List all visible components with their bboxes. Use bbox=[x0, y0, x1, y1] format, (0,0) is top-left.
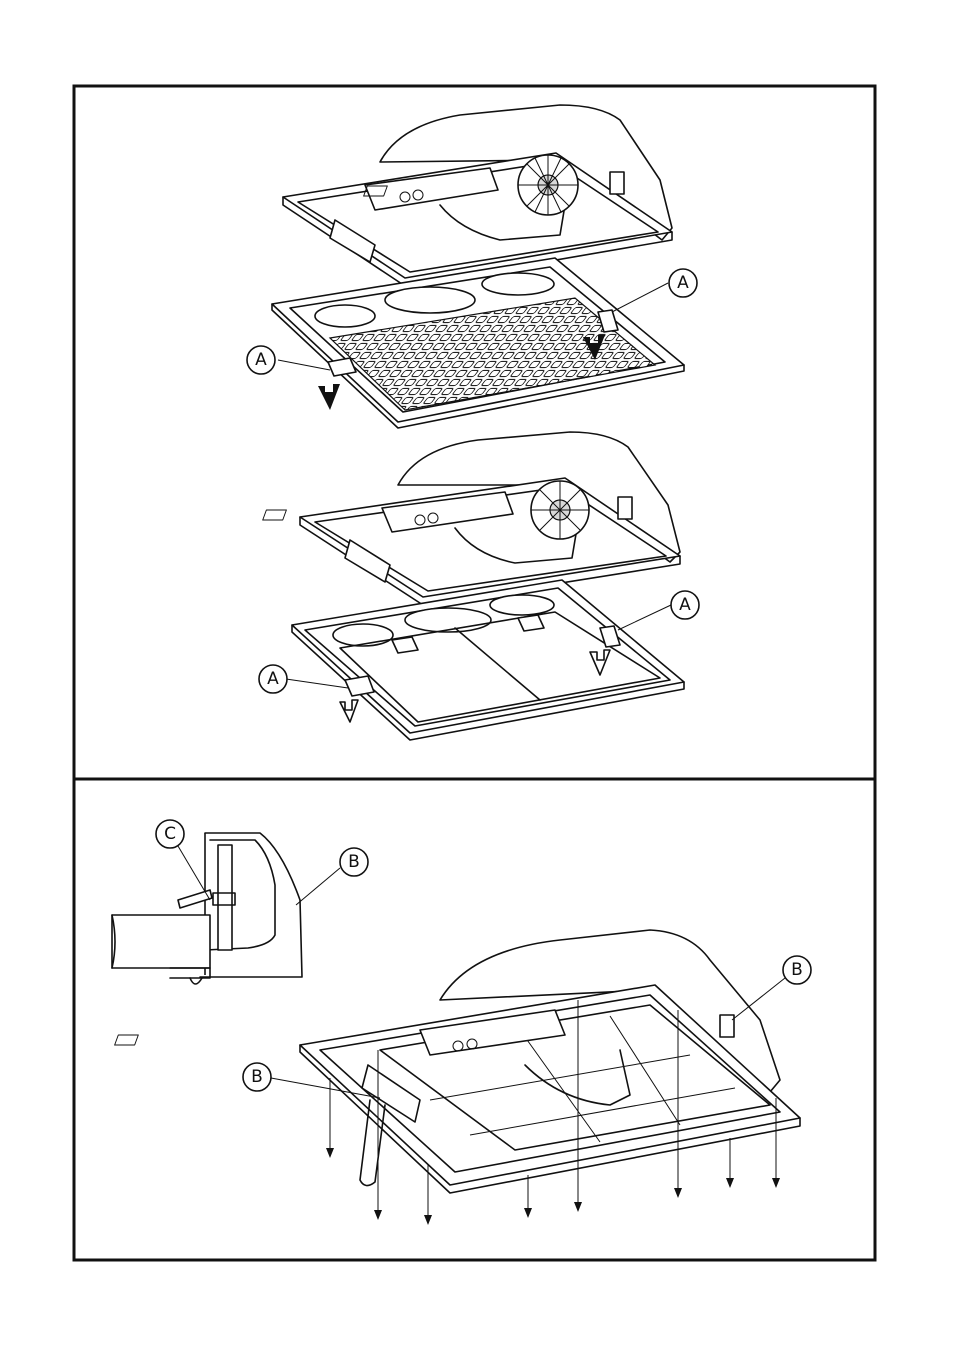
callout-b-3-letter: B bbox=[791, 960, 803, 980]
callout-b-1-letter: B bbox=[348, 852, 360, 872]
hood-installed bbox=[115, 930, 800, 1193]
hood-unit-1 bbox=[283, 105, 672, 286]
screw-7 bbox=[726, 1138, 734, 1188]
callout-a-4-letter: A bbox=[679, 595, 691, 615]
callout-a-2-letter: A bbox=[677, 273, 689, 293]
screw-1 bbox=[326, 1078, 334, 1158]
callout-b-3: B bbox=[732, 956, 811, 1020]
callout-c-letter: C bbox=[164, 824, 176, 844]
callout-a-3: A bbox=[259, 665, 348, 693]
screw-4 bbox=[524, 1175, 532, 1218]
callout-b-2-letter: B bbox=[251, 1067, 263, 1087]
hood-unit-2 bbox=[263, 432, 680, 605]
callout-b-1: B bbox=[296, 848, 368, 905]
callout-a-1-letter: A bbox=[255, 350, 267, 370]
mounting-detail bbox=[112, 833, 302, 984]
carbon-filter bbox=[292, 580, 684, 740]
grease-filter-metal bbox=[272, 258, 684, 428]
callout-a-4: A bbox=[618, 591, 699, 630]
callout-a-3-letter: A bbox=[267, 669, 279, 689]
callout-c: C bbox=[156, 820, 210, 900]
callout-a-2: A bbox=[612, 269, 697, 312]
callout-a-1: A bbox=[247, 346, 330, 374]
